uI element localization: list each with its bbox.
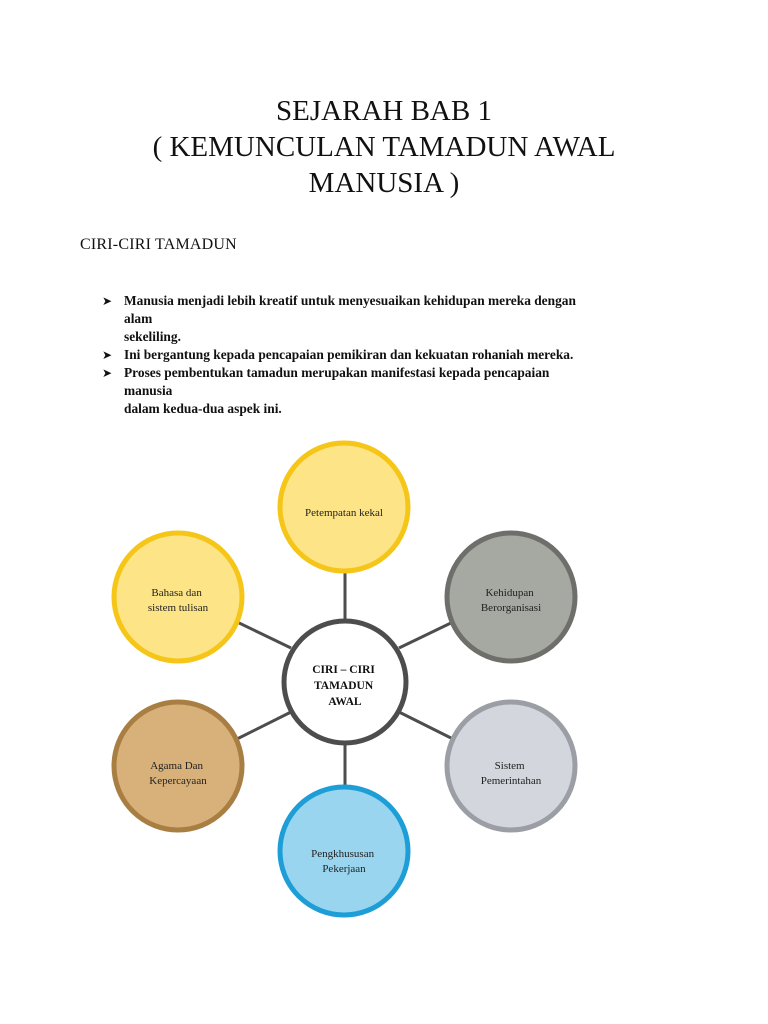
bullet-line: manusia <box>124 383 173 398</box>
center-label: TAMADUN <box>314 680 374 692</box>
node-pengkhususan: Pengkhususan Pekerjaan <box>277 784 411 918</box>
bullet-item: ➤ Proses pembentukan tamadun merupakan m… <box>102 364 662 418</box>
connector-line <box>234 710 292 742</box>
bullet-line: alam <box>124 311 153 326</box>
title-line-2: ( KEMUNCULAN TAMADUN AWAL <box>152 131 616 163</box>
node-label: Bahasa dan <box>151 587 202 599</box>
svg-text:Bahasa dan sistem tulisa: Bahasa dan sistem tulisan <box>148 587 209 614</box>
node-sistem: Sistem Pemerintahan <box>444 699 578 833</box>
title-line-1: SEJARAH BAB 1 <box>276 95 492 127</box>
bullet-line: Ini bergantung kepada pencapaian pemikir… <box>124 347 574 362</box>
connector-line <box>234 619 292 650</box>
node-circle <box>444 699 578 833</box>
bullet-line: sekeliling. <box>124 329 181 344</box>
bullet-line: Proses pembentukan tamadun merupakan man… <box>124 365 550 380</box>
connector-line <box>398 710 456 742</box>
svg-text:Agama Dan Kepercayaan: Agama Dan Kepercayaan <box>149 760 207 787</box>
node-label: Sistem <box>495 760 525 772</box>
center-circle <box>281 618 409 746</box>
node-label: Pemerintahan <box>481 775 542 787</box>
node-label: Kepercayaan <box>149 775 207 787</box>
node-bahasa: Bahasa dan sistem tulisan <box>111 530 245 664</box>
svg-text:Kehidupan Berorganisasi: Kehidupan Berorganisasi <box>481 587 541 614</box>
center-label: CIRI – CIRI <box>312 664 375 676</box>
svg-text:Pengkhususan Pekerjaan: Pengkhususan Pekerjaan <box>311 848 377 875</box>
node-circle <box>277 784 411 918</box>
node-agama: Agama Dan Kepercayaan <box>111 699 245 833</box>
node-circle <box>111 530 245 664</box>
center-label: AWAL <box>328 696 362 708</box>
node-label: Petempatan kekal <box>305 507 383 519</box>
bullet-line: dalam kedua-dua aspek ini. <box>124 401 282 416</box>
center-node: CIRI – CIRI TAMADUN AWAL <box>281 618 409 746</box>
bullet-list: ➤ Manusia menjadi lebih kreatif untuk me… <box>102 292 662 418</box>
svg-text:Sistem Pemerintahan: Sistem Pemerintahan <box>481 760 542 787</box>
node-label: sistem tulisan <box>148 602 209 614</box>
node-circle <box>111 699 245 833</box>
svg-text:CIRI – CIRI TAMADUN: CIRI – CIRI TAMADUN AWAL <box>312 664 378 708</box>
title-line-3: MANUSIA ) <box>308 167 460 199</box>
document-title: SEJARAH BAB 1 ( KEMUNCULAN TAMADUN AWAL … <box>0 93 768 201</box>
svg-text:Petempatan kekal: Petempatan kekal <box>305 507 383 519</box>
arrow-bullet-icon: ➤ <box>102 294 113 308</box>
node-kehidupan: Kehidupan Berorganisasi <box>444 530 578 664</box>
bullet-item: ➤ Manusia menjadi lebih kreatif untuk me… <box>102 292 662 346</box>
bullet-line: Manusia menjadi lebih kreatif untuk meny… <box>124 293 576 308</box>
arrow-bullet-icon: ➤ <box>102 366 113 380</box>
node-circle <box>277 440 411 574</box>
node-label: Pekerjaan <box>322 863 366 875</box>
node-label: Berorganisasi <box>481 602 541 614</box>
node-label: Kehidupan <box>485 587 534 599</box>
node-petempatan: Petempatan kekal <box>277 440 411 574</box>
section-heading: CIRI-CIRI TAMADUN <box>80 236 237 253</box>
node-label: Pengkhususan <box>311 848 374 860</box>
node-label: Agama Dan <box>150 760 203 772</box>
node-circle <box>444 530 578 664</box>
bullet-item: ➤ Ini bergantung kepada pencapaian pemik… <box>102 346 662 364</box>
connector-line <box>398 619 456 650</box>
arrow-bullet-icon: ➤ <box>102 348 113 362</box>
